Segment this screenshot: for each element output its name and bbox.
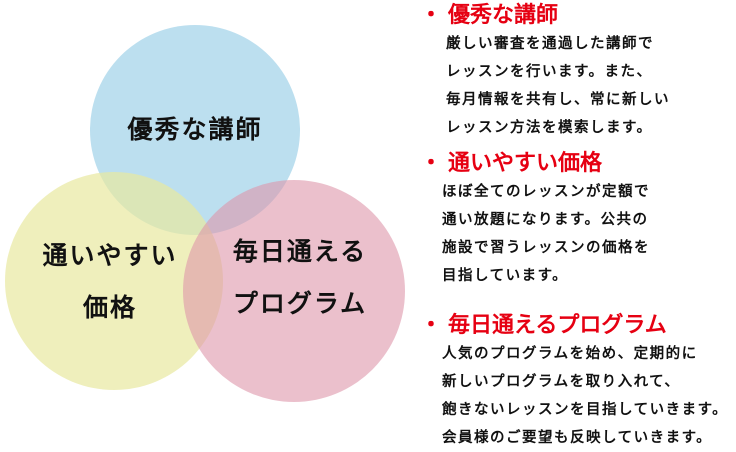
label-line: 優秀な講師: [127, 115, 263, 144]
section-heading: ・優秀な講師: [420, 2, 670, 30]
heading-text: 通いやすい価格: [448, 151, 603, 176]
circle-daily-programs: [183, 180, 405, 402]
label-line: 毎日通える: [232, 237, 368, 266]
section-heading: ・通いやすい価格: [420, 150, 650, 178]
body-line: 新しいプログラムを取り入れて、: [442, 374, 681, 390]
body-line: 会員様のご要望も反映していきます。: [442, 430, 713, 446]
bullet-icon: ・: [420, 151, 443, 176]
section-price: ・通いやすい価格 ほぼ全てのレッスンが定額で 通い放題になります。公共の 施設で…: [420, 150, 650, 290]
body-line: 施設で習うレッスンの価格を: [442, 240, 650, 256]
section-programs: ・毎日通えるプログラム 人気のプログラムを始め、定期的に 新しいプログラムを取り…: [420, 312, 728, 452]
body-line: ほぼ全てのレッスンが定額で: [442, 184, 650, 200]
body-line: 厳しい審査を通過した講師で: [446, 36, 654, 52]
section-instructors: ・優秀な講師 厳しい審査を通過した講師で レッスンを行います。また、 毎月情報を…: [420, 2, 670, 142]
body-line: 飽きないレッスンを目指していきます。: [442, 402, 729, 418]
circle-label-instructors: 優秀な講師: [105, 104, 285, 156]
heading-text: 優秀な講師: [448, 3, 559, 28]
body-line: レッスン方法を模索します。: [446, 120, 653, 136]
body-line: レッスンを行います。また、: [446, 64, 653, 80]
heading-text: 毎日通えるプログラム: [448, 313, 667, 338]
label-line: 通いやすい: [42, 241, 178, 270]
section-heading: ・毎日通えるプログラム: [420, 312, 728, 340]
body-line: 毎月情報を共有し、常に新しい: [446, 92, 670, 108]
circle-label-price: 通いやすい価格: [15, 230, 205, 334]
body-line: 人気のプログラムを始め、定期的に: [442, 346, 698, 362]
label-line: プログラム: [232, 289, 368, 318]
bullet-icon: ・: [420, 3, 443, 28]
circle-label-programs: 毎日通えるプログラム: [205, 226, 395, 330]
body-line: 通い放題になります。公共の: [442, 212, 649, 228]
bullet-icon: ・: [420, 313, 443, 338]
body-line: 目指しています。: [442, 268, 569, 284]
label-line: 価格: [82, 293, 137, 322]
